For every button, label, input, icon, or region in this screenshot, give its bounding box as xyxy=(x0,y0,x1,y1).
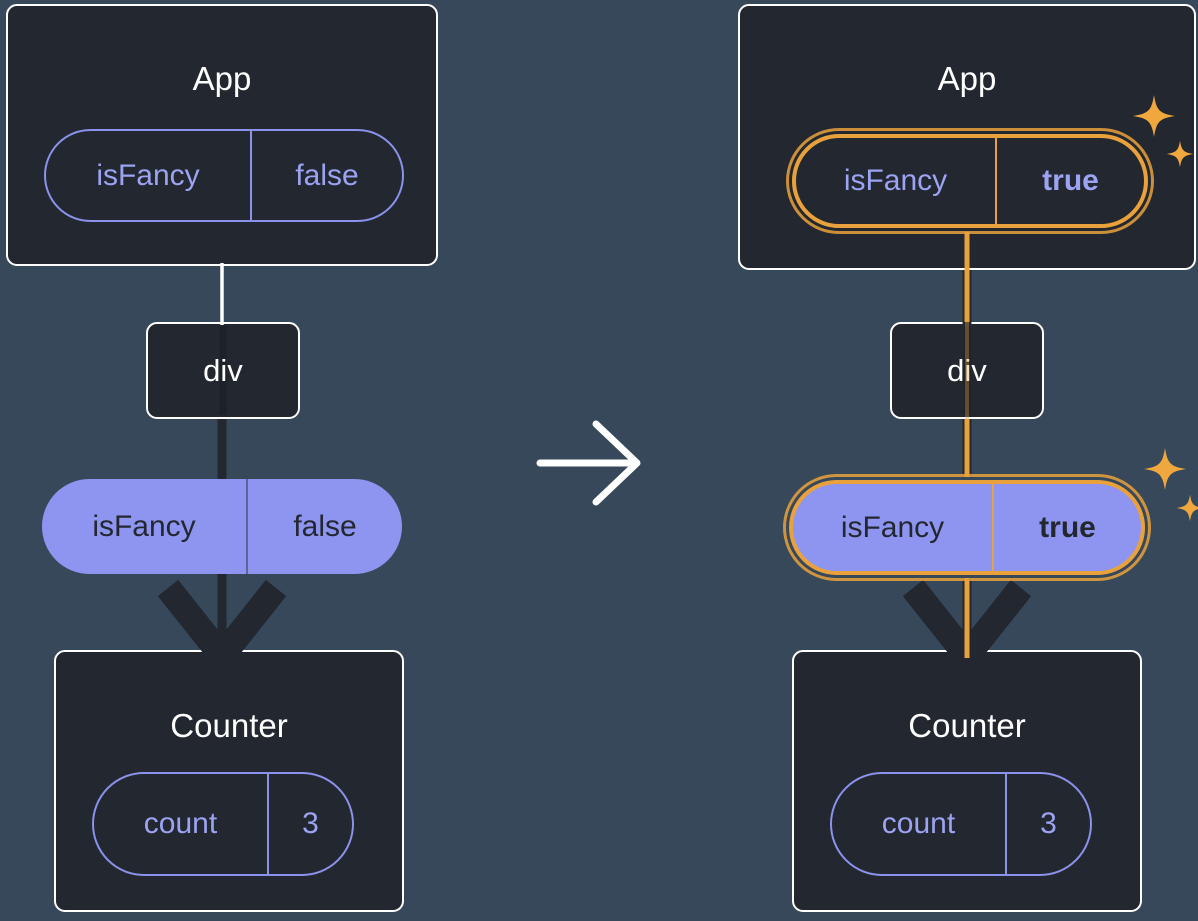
transition-arrow xyxy=(536,420,641,506)
component-title: App xyxy=(192,60,252,97)
connector-stripe xyxy=(963,326,971,415)
prop-value: false xyxy=(295,158,359,192)
state-name: count xyxy=(94,774,269,874)
state-value: 3 xyxy=(302,807,319,840)
passed-prop-pill-highlighted: isFancy true xyxy=(789,480,1145,575)
prop-name: isFancy xyxy=(42,479,248,574)
app-component-box: App isFancy false xyxy=(6,4,438,266)
prop-pill-highlighted: isFancy true xyxy=(792,134,1148,228)
prop-name: isFancy xyxy=(796,138,997,224)
sparkle-icon xyxy=(1176,494,1198,522)
component-title: Counter xyxy=(908,707,1026,744)
div-component-box: div xyxy=(146,322,300,419)
component-title: App xyxy=(937,60,997,97)
sparkle-icon xyxy=(1166,140,1194,168)
state-pill: count 3 xyxy=(830,772,1092,876)
right-arrowhead-icon xyxy=(902,579,1032,677)
component-title: div xyxy=(947,352,987,388)
app-component-box: App isFancy true xyxy=(738,4,1196,270)
prop-name: isFancy xyxy=(793,484,994,571)
sparkle-icon xyxy=(1133,95,1175,137)
prop-name: isFancy xyxy=(46,131,252,220)
counter-component-box: Counter count 3 xyxy=(54,650,404,912)
prop-value: false xyxy=(293,509,357,543)
prop-value: true xyxy=(1039,510,1096,544)
left-arrowhead-icon xyxy=(157,579,287,677)
connector-stripe xyxy=(219,326,227,415)
state-name: count xyxy=(832,774,1007,874)
div-component-box: div xyxy=(890,322,1044,419)
component-title: div xyxy=(203,352,243,388)
prop-value: true xyxy=(1042,164,1099,197)
prop-pill: isFancy false xyxy=(44,129,404,222)
passed-prop-pill: isFancy false xyxy=(42,479,402,574)
sparkle-icon xyxy=(1144,448,1186,490)
component-title: Counter xyxy=(170,707,288,744)
state-pill: count 3 xyxy=(92,772,354,876)
counter-component-box: Counter count 3 xyxy=(792,650,1142,912)
state-value: 3 xyxy=(1040,807,1057,840)
